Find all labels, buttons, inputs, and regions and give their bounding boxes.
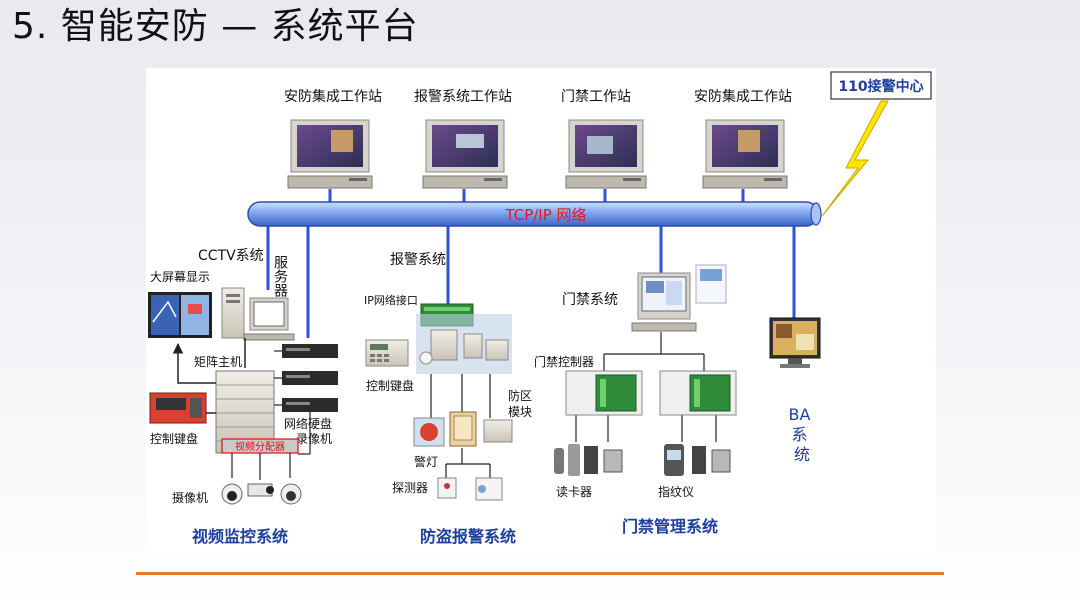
ba-monitor — [769, 317, 821, 368]
subsystem-access-label: 门禁管理系统 — [622, 517, 718, 536]
server-label: 服务器 — [272, 255, 288, 297]
system-diagram: 安防集成工作站 报警系统工作站 门禁工作站 安防集成工作站 110接警中心 — [146, 68, 936, 554]
matrix-to-screen-arrow — [172, 342, 216, 384]
subsystem-video-label: 视频监控系统 — [192, 527, 288, 546]
video-distributor-label: 视频分配器 — [235, 440, 285, 453]
access-controller-2 — [659, 370, 737, 416]
access-wiring — [575, 332, 717, 442]
server-computer — [221, 287, 295, 341]
alarm-wiring — [430, 374, 491, 478]
workstation-label-1: 安防集成工作站 — [284, 88, 382, 105]
workstation-computer-3 — [565, 119, 647, 189]
zone-module-label: 防区 模块 — [508, 388, 536, 419]
fingerprint-label: 指纹仪 — [658, 484, 694, 499]
bus-drops — [266, 226, 796, 338]
camera-icons — [221, 483, 302, 505]
access-workstation — [631, 264, 727, 332]
matrix-to-nvr-lines — [274, 350, 311, 454]
zone-module-box — [483, 419, 513, 443]
alarm-keyboard-label: 控制键盘 — [366, 378, 414, 393]
card-reader-icons — [554, 444, 731, 476]
tcp-ip-network-bus — [247, 201, 822, 227]
detector-icons — [437, 477, 503, 501]
access-controller-1 — [565, 370, 643, 416]
ba-system-label: BA 系 统 — [788, 405, 815, 464]
warning-light-icon — [413, 417, 445, 447]
cctv-system-label: CCTV系统 — [198, 248, 264, 264]
camera-lines — [231, 453, 291, 480]
matrix-host-label: 矩阵主机 — [194, 355, 242, 369]
network-label: TCP/IP 网络 — [504, 206, 586, 224]
big-screen-display — [148, 292, 212, 338]
workstation-label-3: 门禁工作站 — [561, 89, 631, 105]
subsystem-alarm-label: 防盗报警系统 — [420, 527, 516, 546]
alarm-center-box — [830, 71, 932, 100]
cctv-control-keyboard — [149, 392, 207, 424]
workstation-computer-2 — [422, 119, 508, 189]
workstation-links — [328, 189, 745, 202]
detector-label: 探测器 — [392, 481, 428, 495]
warning-light-label: 警灯 — [414, 454, 438, 469]
alarm-panel-icon — [449, 411, 477, 447]
alarm-system-label: 报警系统 — [390, 252, 446, 268]
cctv-keyboard-label: 控制键盘 — [150, 431, 198, 446]
workstation-label-2: 报警系统工作站 — [414, 89, 512, 105]
bottom-divider — [136, 572, 944, 575]
nvr-label: 网络硬盘 录像机 — [284, 416, 336, 446]
big-screen-label: 大屏幕显示 — [150, 270, 210, 284]
workstation-computer-1 — [287, 119, 373, 189]
alarm-control-keyboard — [365, 339, 409, 367]
page-title: 5. 智能安防 — 系统平台 — [12, 6, 419, 47]
ip-interface-label: IP网络接口 — [364, 293, 418, 307]
workstation-label-4: 安防集成工作站 — [694, 88, 792, 105]
workstation-computer-4 — [702, 119, 788, 189]
camera-label: 摄像机 — [172, 490, 208, 505]
alarm-center-label: 110接警中心 — [838, 78, 923, 95]
access-controller-label: 门禁控制器 — [534, 354, 594, 369]
lightning-bolt-icon — [821, 100, 889, 217]
nvr-stack — [282, 344, 338, 412]
card-reader-label: 读卡器 — [556, 485, 592, 499]
access-system-label: 门禁系统 — [562, 292, 618, 308]
alarm-equipment — [416, 303, 512, 374]
